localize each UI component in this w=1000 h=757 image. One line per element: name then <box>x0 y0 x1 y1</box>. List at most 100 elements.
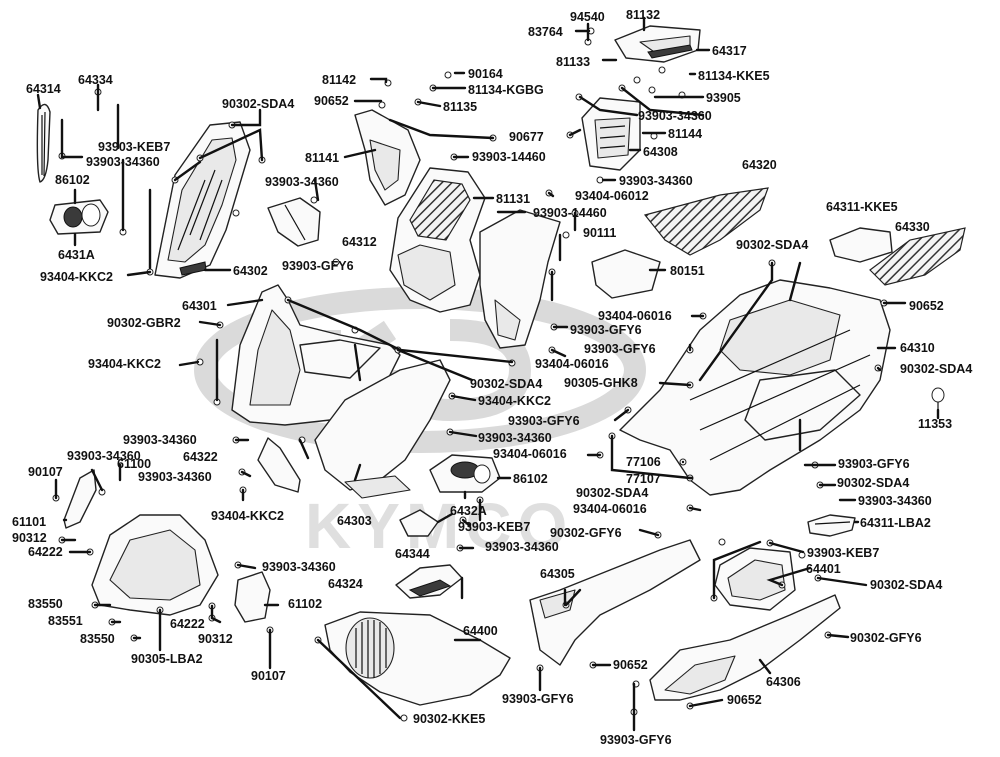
label-64308: 64308 <box>643 145 678 159</box>
label-81132: 81132 <box>626 8 660 22</box>
label-90302-sda4-b: 90302-SDA4 <box>736 238 808 252</box>
label-83764: 83764 <box>528 25 563 39</box>
label-93903-gfy6-g: 93903-GFY6 <box>600 733 672 747</box>
label-93404-06012: 93404-06012 <box>575 189 649 203</box>
label-93404-06016-c: 93404-06016 <box>493 447 567 461</box>
label-81134-kke5: 81134-KKE5 <box>698 69 770 83</box>
label-90107-b: 90107 <box>251 669 286 683</box>
watermark-text: KYMCO <box>305 490 573 562</box>
label-93903-gfy6-e: 93903-GFY6 <box>838 457 910 471</box>
label-93903-gfy6-a: 93903-GFY6 <box>282 259 354 273</box>
label-93903-34360-d: 93903-34360 <box>619 174 693 188</box>
label-77107: 77107 <box>626 472 661 486</box>
label-90164: 90164 <box>468 67 503 81</box>
top-cover-81132 <box>614 25 701 63</box>
label-90302-sda4-a: 90302-SDA4 <box>222 97 294 111</box>
panel-64401 <box>714 547 796 611</box>
label-83550-b: 83550 <box>80 632 115 646</box>
label-64344: 64344 <box>395 547 430 561</box>
label-93903-34360-e: 93903-34360 <box>123 433 197 447</box>
label-93404-kkc2-d: 93404-KKC2 <box>211 509 284 523</box>
label-90302-sda4-g: 90302-SDA4 <box>870 578 942 592</box>
plate-61101 <box>63 469 97 529</box>
label-93404-06016-b: 93404-06016 <box>535 357 609 371</box>
label-80151: 80151 <box>670 264 705 278</box>
label-93903-gfy6-b: 93903-GFY6 <box>570 323 642 337</box>
label-81144: 81144 <box>668 127 702 141</box>
label-93903-keb7-c: 93903-KEB7 <box>807 546 879 560</box>
label-93903-34360-a: 93903-34360 <box>638 109 712 123</box>
side-rail-64305 <box>529 539 701 666</box>
label-90302-gfy6-b: 90302-GFY6 <box>850 631 922 645</box>
label-90312-b: 90312 <box>198 632 233 646</box>
label-6431a: 6431A <box>58 248 95 262</box>
plate-80151 <box>591 249 661 299</box>
label-61101: 61101 <box>12 515 46 529</box>
label-61102: 61102 <box>288 597 322 611</box>
label-83550-a: 83550 <box>28 597 63 611</box>
label-93903-keb7-a: 93903-KEB7 <box>98 140 170 154</box>
label-93404-kkc2-b: 93404-KKC2 <box>88 357 161 371</box>
label-81135: 81135 <box>443 100 477 114</box>
label-90652-c: 90652 <box>613 658 648 672</box>
lower-front-64303 <box>314 359 451 499</box>
label-90302-sda4-f: 90302-SDA4 <box>576 486 648 500</box>
label-64222-b: 64222 <box>170 617 205 631</box>
label-93903-34360-g: 93903-34360 <box>67 449 141 463</box>
front-inner-panel-64302 <box>154 121 251 279</box>
label-90302-sda4-e: 90302-SDA4 <box>837 476 909 490</box>
label-64306: 64306 <box>766 675 801 689</box>
emblem-6431a <box>49 199 109 235</box>
part-64344 <box>399 509 439 537</box>
lower-cowl-64400 <box>324 611 511 706</box>
label-93404-kkc2-c: 93404-KKC2 <box>478 394 551 408</box>
side-strip-64314 <box>36 103 51 183</box>
label-64305: 64305 <box>540 567 575 581</box>
label-93903-gfy6-d: 93903-GFY6 <box>508 414 580 428</box>
label-90111: 90111 <box>583 226 616 240</box>
label-90305-lba2: 90305-LBA2 <box>131 652 203 666</box>
label-86102-b: 86102 <box>513 472 548 486</box>
label-64334: 64334 <box>78 73 113 87</box>
label-64324: 64324 <box>328 577 363 591</box>
label-81134-kgbg: 81134-KGBG <box>468 83 544 97</box>
panel-64330 <box>869 227 966 286</box>
label-90305-ghk8: 90305-GHK8 <box>564 376 638 390</box>
plate-64312 <box>267 197 321 247</box>
panel-64322 <box>257 437 301 493</box>
label-64301: 64301 <box>182 299 217 313</box>
label-64322: 64322 <box>183 450 218 464</box>
label-64400: 64400 <box>463 624 498 638</box>
label-93903-34360-i: 93903-34360 <box>858 494 932 508</box>
label-90677: 90677 <box>509 130 544 144</box>
label-90652-d: 90652 <box>727 693 762 707</box>
label-90302-sda4-d: 90302-SDA4 <box>470 377 542 391</box>
front-fender-61100 <box>91 514 219 616</box>
panel-64320 <box>643 187 769 256</box>
label-90652-a: 90652 <box>314 94 349 108</box>
label-64317: 64317 <box>712 44 747 58</box>
label-64303: 64303 <box>337 514 372 528</box>
panel-64311-kke5 <box>829 227 893 263</box>
label-93903-14460-b: 93903-14460 <box>533 206 607 220</box>
part-64324 <box>395 564 463 599</box>
part-number-labels: 83764 94540 81132 64317 81133 81134-KKE5… <box>12 8 972 747</box>
label-86102-a: 86102 <box>55 173 90 187</box>
label-94540: 94540 <box>570 10 605 24</box>
main-frame-64310 <box>619 279 891 496</box>
label-90107-a: 90107 <box>28 465 63 479</box>
label-93903-34360-j: 93903-34360 <box>485 540 559 554</box>
label-6432a: 6432A <box>450 504 487 518</box>
label-81131: 81131 <box>496 192 530 206</box>
label-64320: 64320 <box>742 158 777 172</box>
label-64314: 64314 <box>26 82 61 96</box>
label-90302-sda4-c: 90302-SDA4 <box>900 362 972 376</box>
label-93903-34360-k: 93903-34360 <box>262 560 336 574</box>
label-93903-14460-a: 93903-14460 <box>472 150 546 164</box>
label-64311-kke5: 64311-KKE5 <box>826 200 898 214</box>
panel-64311-lba2 <box>807 514 856 537</box>
label-64311-lba2: 64311-LBA2 <box>860 516 931 530</box>
label-77106: 77106 <box>626 455 661 469</box>
bracket-81141 <box>354 109 421 206</box>
